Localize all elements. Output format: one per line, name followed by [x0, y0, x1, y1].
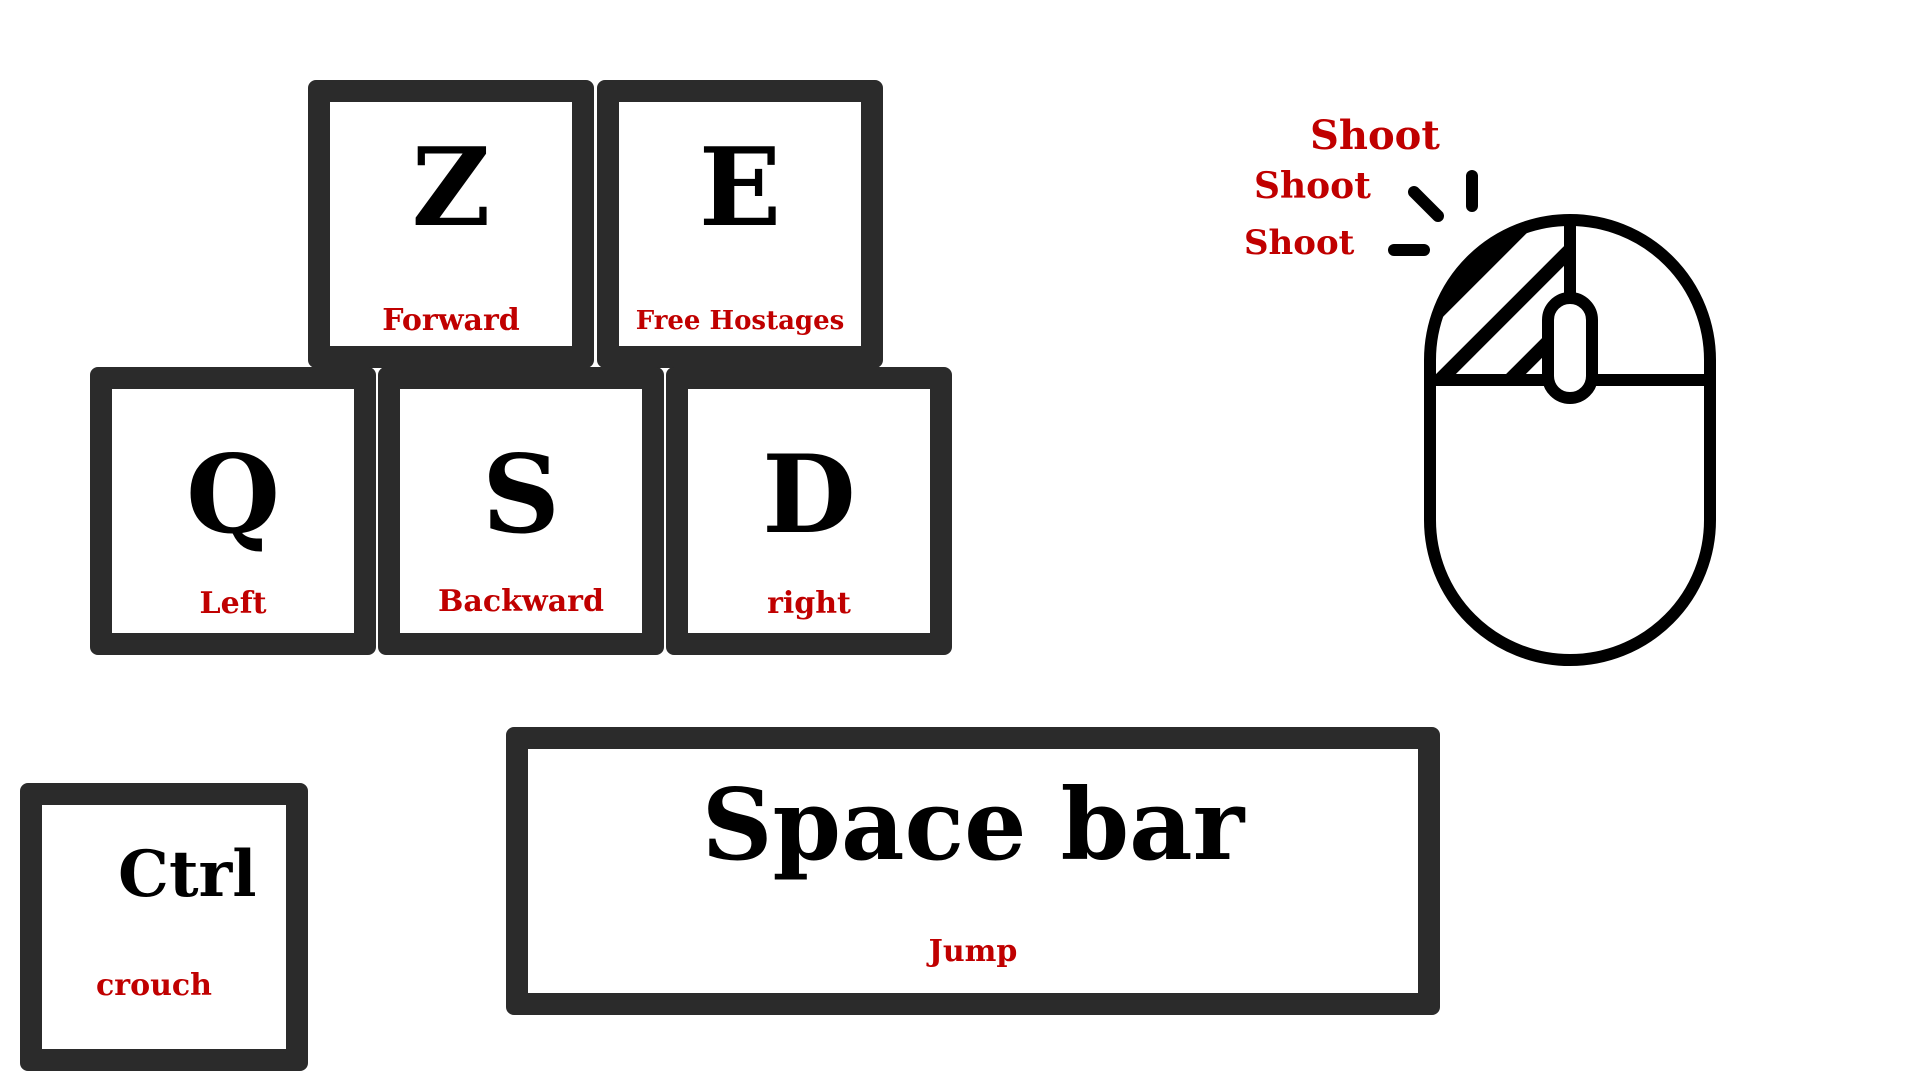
key-space: Space bar Jump: [506, 727, 1440, 1015]
key-d: D right: [666, 367, 952, 655]
key-z: Z Forward: [308, 80, 594, 368]
left-button-hatch: [1430, 219, 1570, 381]
key-e: E Free Hostages: [597, 80, 883, 368]
key-ctrl-letter: Ctrl: [118, 837, 257, 912]
key-q-letter: Q: [185, 432, 281, 558]
key-space-action: Jump: [928, 934, 1018, 969]
key-space-letter: Space bar: [701, 768, 1245, 883]
key-s-action: Backward: [438, 584, 604, 619]
key-ctrl: Ctrl crouch: [20, 783, 308, 1071]
shoot-label-bottom: Shoot: [1244, 223, 1355, 263]
key-z-action: Forward: [382, 303, 520, 338]
key-e-action: Free Hostages: [635, 306, 845, 336]
key-q-action: Left: [199, 586, 267, 621]
key-s-letter: S: [482, 432, 560, 558]
key-ctrl-action: crouch: [96, 968, 212, 1003]
click-marks: [1388, 170, 1478, 256]
shoot-label-top: Shoot: [1310, 112, 1440, 159]
key-q: Q Left: [90, 367, 376, 655]
key-e-letter: E: [698, 125, 782, 251]
shoot-label-middle: Shoot: [1254, 165, 1371, 207]
key-z-letter: Z: [411, 125, 491, 251]
key-s: S Backward: [378, 367, 664, 655]
scroll-wheel: [1542, 292, 1598, 404]
key-d-letter: D: [762, 432, 856, 558]
key-d-action: right: [767, 586, 851, 621]
mouse-left-click-icon: [1388, 170, 1716, 666]
